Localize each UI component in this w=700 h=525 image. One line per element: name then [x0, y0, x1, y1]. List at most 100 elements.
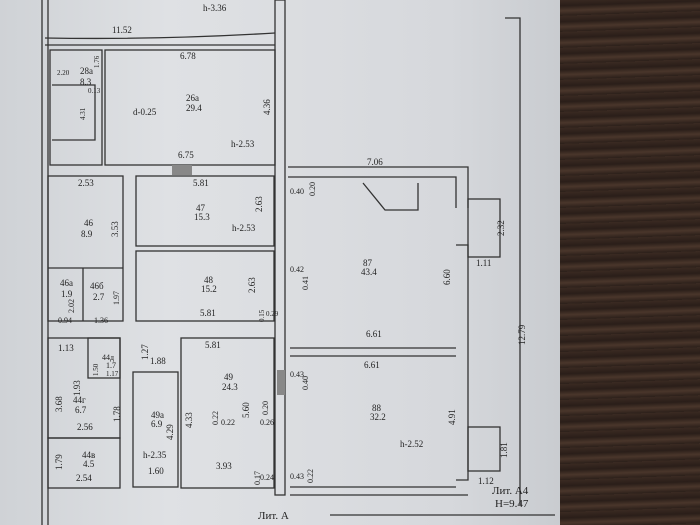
dim: 2.02: [67, 299, 76, 313]
room-label: 49a: [151, 410, 164, 420]
dim: 2.63: [254, 196, 264, 212]
room-label: 87: [363, 258, 373, 268]
room-label: 44г: [73, 395, 86, 405]
dim: 6.78: [180, 51, 196, 61]
dim: 4.33: [184, 412, 194, 428]
walls: [41, 0, 555, 525]
dim: 0.26: [260, 418, 274, 427]
room-area: 6.7: [75, 405, 87, 415]
dim: 0.41: [301, 276, 310, 290]
dim: 4.36: [262, 99, 272, 115]
dim: 0.94: [58, 316, 72, 325]
room-area: 43.4: [361, 267, 377, 277]
dim: 0.15: [258, 309, 266, 322]
dim: 2.32: [496, 220, 506, 236]
dim: 2.63: [247, 277, 257, 293]
dim: 6.75: [178, 150, 194, 160]
room-label: 44д: [102, 353, 114, 362]
room-area: 29.4: [186, 103, 202, 113]
room-label: 26a: [186, 93, 199, 103]
dim: d-0.25: [133, 107, 157, 117]
room-area: 32.2: [370, 412, 386, 422]
room-label: 48: [204, 275, 214, 285]
dim: 0.40: [290, 187, 304, 196]
room-label: 28a: [80, 66, 93, 76]
dim: 3.53: [110, 221, 120, 237]
dim: 6.61: [366, 329, 382, 339]
room-area: 4.5: [83, 459, 95, 469]
room-area: 8.9: [81, 229, 93, 239]
top-width: 11.52: [112, 25, 132, 35]
dim: 12.79: [517, 324, 527, 345]
dim: 3.68: [54, 396, 64, 412]
dim: 1.11: [476, 258, 491, 268]
dim: 5.81: [205, 340, 221, 350]
dim: 1.76: [93, 55, 101, 68]
dim: 2.53: [78, 178, 94, 188]
dim: 1.17: [106, 370, 119, 378]
dim: h-2.53: [231, 139, 255, 149]
dim: 1.81: [499, 442, 509, 458]
dim: 1.27: [140, 344, 150, 360]
dim: 0.40: [301, 376, 310, 390]
dim: 1.60: [148, 466, 164, 476]
dim: 1.36: [94, 316, 108, 325]
dim: 0.43: [290, 370, 304, 379]
dim: 4.91: [447, 409, 457, 425]
dim: h-2.52: [400, 439, 423, 449]
room-label: 46б: [90, 281, 104, 291]
dim: 2.54: [76, 473, 92, 483]
dim: 0.13: [88, 87, 101, 95]
dim: 0.43: [290, 472, 304, 481]
dim: 0.20: [308, 182, 317, 196]
dim: 1.97: [112, 291, 121, 305]
room-label: 47: [196, 203, 206, 213]
dim: 0.42: [290, 265, 304, 274]
dim: 5.60: [241, 402, 251, 418]
room-area: 24.3: [222, 382, 238, 392]
room-area: 1.7: [106, 361, 116, 370]
room-label: 46a: [60, 278, 73, 288]
room-area: 15.2: [201, 284, 217, 294]
dim: 5.81: [200, 308, 216, 318]
dim: 4.29: [165, 424, 175, 440]
dim: 1.88: [150, 356, 166, 366]
lit-a-label: Лит. А: [258, 510, 289, 522]
dim: h-2.53: [232, 223, 256, 233]
dim: 6.61: [364, 360, 380, 370]
dim: 1.78: [112, 406, 122, 422]
dim: h-2.35: [143, 450, 167, 460]
dim: 1.93: [72, 380, 82, 396]
dim: 0.20: [261, 401, 270, 415]
room-area: 2.7: [93, 292, 105, 302]
room-area: 8.3: [80, 77, 92, 87]
height-a4-label: H=9.47: [495, 498, 529, 510]
dim: 5.81: [193, 178, 209, 188]
dim: 7.06: [367, 157, 383, 167]
dim: 1.79: [54, 454, 64, 470]
dim: 4.31: [79, 107, 87, 120]
dim: 2.20: [57, 69, 70, 77]
room-label: 88: [372, 403, 382, 413]
room-area: 1.9: [61, 289, 73, 299]
room-label: 46: [84, 218, 94, 228]
dim: 0.29: [266, 310, 279, 318]
room-label: 44в: [82, 450, 95, 460]
dim: 0.22: [211, 411, 220, 425]
room-label: 49: [224, 372, 234, 382]
top-height: h-3.36: [203, 3, 227, 13]
dim: 1.13: [58, 343, 74, 353]
dim: 1.12: [478, 476, 494, 486]
dim: 0.22: [306, 469, 315, 483]
room-area: 6.9: [151, 419, 163, 429]
room-area: 15.3: [194, 212, 210, 222]
lit-a4-label: Лит. А4: [492, 485, 529, 497]
dim: 0.22: [221, 418, 235, 427]
dim: 2.56: [77, 422, 93, 432]
dim: 0.24: [260, 473, 274, 482]
dim: 3.93: [216, 461, 232, 471]
dim: 0.17: [253, 471, 262, 485]
dim: 6.60: [442, 269, 452, 285]
